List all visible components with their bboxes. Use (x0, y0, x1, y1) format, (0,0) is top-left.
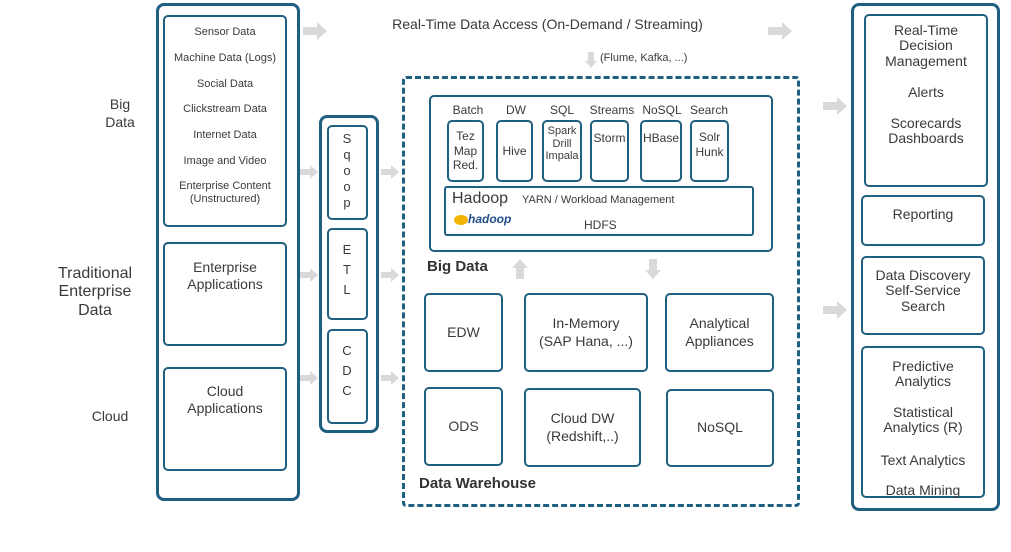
source-item: Internet Data (193, 129, 257, 141)
advanced-analytics-box: Predictive Analytics Statistical Analyti… (861, 346, 985, 498)
source-item: Social Data (196, 78, 254, 90)
source-item: Image and Video (183, 155, 267, 167)
data-warehouse-title: Data Warehouse (419, 475, 536, 492)
cloud-side-label: Cloud (91, 408, 129, 424)
spark-label: Spark Drill Impala (545, 125, 579, 163)
big-data-side-label: Big Data (105, 96, 135, 131)
ods-box: ODS (424, 387, 503, 466)
cloud-apps-label: Cloud Applications (187, 383, 263, 417)
arrow-right-icon (381, 371, 399, 385)
sql-header: SQL (549, 103, 574, 117)
big-data-sources-box: Sensor Data Machine Data (Logs) Social D… (163, 15, 287, 227)
flume-kafka-label: (Flume, Kafka, ...) (600, 52, 688, 64)
arrow-down-icon (645, 259, 661, 279)
scorecards-label: Scorecards Dashboards (888, 115, 964, 147)
search-header: Search (689, 103, 729, 117)
predictive-analytics-label: Predictive Analytics (892, 358, 954, 390)
statistical-analytics-label: Statistical Analytics (R) (883, 404, 963, 436)
inmemory-label: In-Memory (SAP Hana, ...) (539, 315, 633, 349)
data-discovery-box: Data Discovery Self-Service Search (861, 256, 985, 335)
storm-label: Storm (593, 131, 626, 145)
hadoop-logo-text: hadoop (468, 212, 512, 226)
solr-label: Solr Hunk (695, 130, 724, 159)
cdc-box: C D C (327, 329, 368, 424)
reporting-box: Reporting (861, 195, 985, 246)
hadoop-box: Hadoop YARN / Workload Management HDFS h… (444, 186, 754, 236)
realtime-access-label: Real-Time Data Access (On-Demand / Strea… (392, 16, 703, 32)
arrow-down-icon (585, 52, 597, 68)
cdc-label: C D C (342, 343, 353, 398)
edw-label: EDW (447, 323, 480, 340)
spark-box: Spark Drill Impala (542, 120, 582, 182)
solr-box: Solr Hunk (690, 120, 729, 182)
hdfs-label: HDFS (584, 218, 617, 232)
analytical-appliances-label: Analytical Appliances (685, 315, 754, 349)
streams-header: Streams (589, 103, 635, 117)
yarn-label: YARN / Workload Management (522, 194, 675, 206)
storm-box: Storm (590, 120, 629, 182)
nosql-box: NoSQL (666, 389, 774, 467)
enterprise-apps-label: Enterprise Applications (187, 259, 263, 293)
big-data-title: Big Data (427, 258, 488, 275)
data-discovery-label: Data Discovery Self-Service Search (875, 267, 971, 314)
source-item: Sensor Data (194, 26, 256, 38)
arrow-right-icon (300, 165, 318, 179)
hadoop-title: Hadoop (452, 190, 509, 207)
source-item: Enterprise Content (Unstructured) (179, 180, 271, 206)
arrow-right-icon (823, 97, 847, 115)
sqoop-label: S q o o p (342, 131, 353, 210)
arrow-right-icon (303, 22, 327, 40)
arrow-right-icon (381, 268, 399, 282)
arrow-right-icon (300, 268, 318, 282)
nosql-label: NoSQL (697, 419, 743, 436)
analytical-appliances-box: Analytical Appliances (665, 293, 774, 372)
etl-label: E T L (342, 242, 353, 297)
source-item: Clickstream Data (183, 103, 267, 115)
dw-header: DW (506, 103, 526, 117)
cloud-apps-box: Cloud Applications (163, 367, 287, 471)
hbase-label: HBase (642, 131, 680, 145)
text-analytics-label: Text Analytics (880, 452, 966, 468)
inmemory-box: In-Memory (SAP Hana, ...) (524, 293, 648, 372)
alerts-label: Alerts (908, 84, 944, 100)
realtime-decision-label: Real-Time Decision Management (885, 22, 967, 69)
enterprise-apps-box: Enterprise Applications (163, 242, 287, 346)
cloud-dw-label: Cloud DW (Redshift,..) (546, 410, 619, 444)
cloud-dw-box: Cloud DW (Redshift,..) (524, 388, 641, 467)
arrow-right-icon (823, 301, 847, 319)
realtime-decision-box: Real-Time Decision Management Alerts Sco… (864, 14, 988, 187)
tez-box: Tez Map Red. (447, 120, 484, 182)
hadoop-logo-icon: hadoop (454, 212, 522, 227)
sqoop-box: S q o o p (327, 125, 368, 220)
edw-box: EDW (424, 293, 503, 372)
etl-box: E T L (327, 228, 368, 320)
ods-label: ODS (448, 417, 479, 434)
traditional-side-label: Traditional Enterprise Data (57, 265, 133, 319)
batch-header: Batch (452, 103, 484, 117)
data-platform-panel (402, 76, 800, 507)
reporting-label: Reporting (892, 205, 954, 222)
arrow-right-icon (768, 22, 792, 40)
hbase-box: HBase (640, 120, 682, 182)
tez-label: Tez Map Red. (452, 129, 479, 173)
arrow-right-icon (300, 371, 318, 385)
hive-box: Hive (496, 120, 533, 182)
nosql-header: NoSQL (642, 103, 682, 117)
arrow-right-icon (381, 165, 399, 179)
source-item: Machine Data (Logs) (173, 52, 277, 64)
data-mining-label: Data Mining (885, 482, 961, 498)
hive-label: Hive (502, 143, 527, 158)
arrow-up-icon (512, 259, 528, 279)
